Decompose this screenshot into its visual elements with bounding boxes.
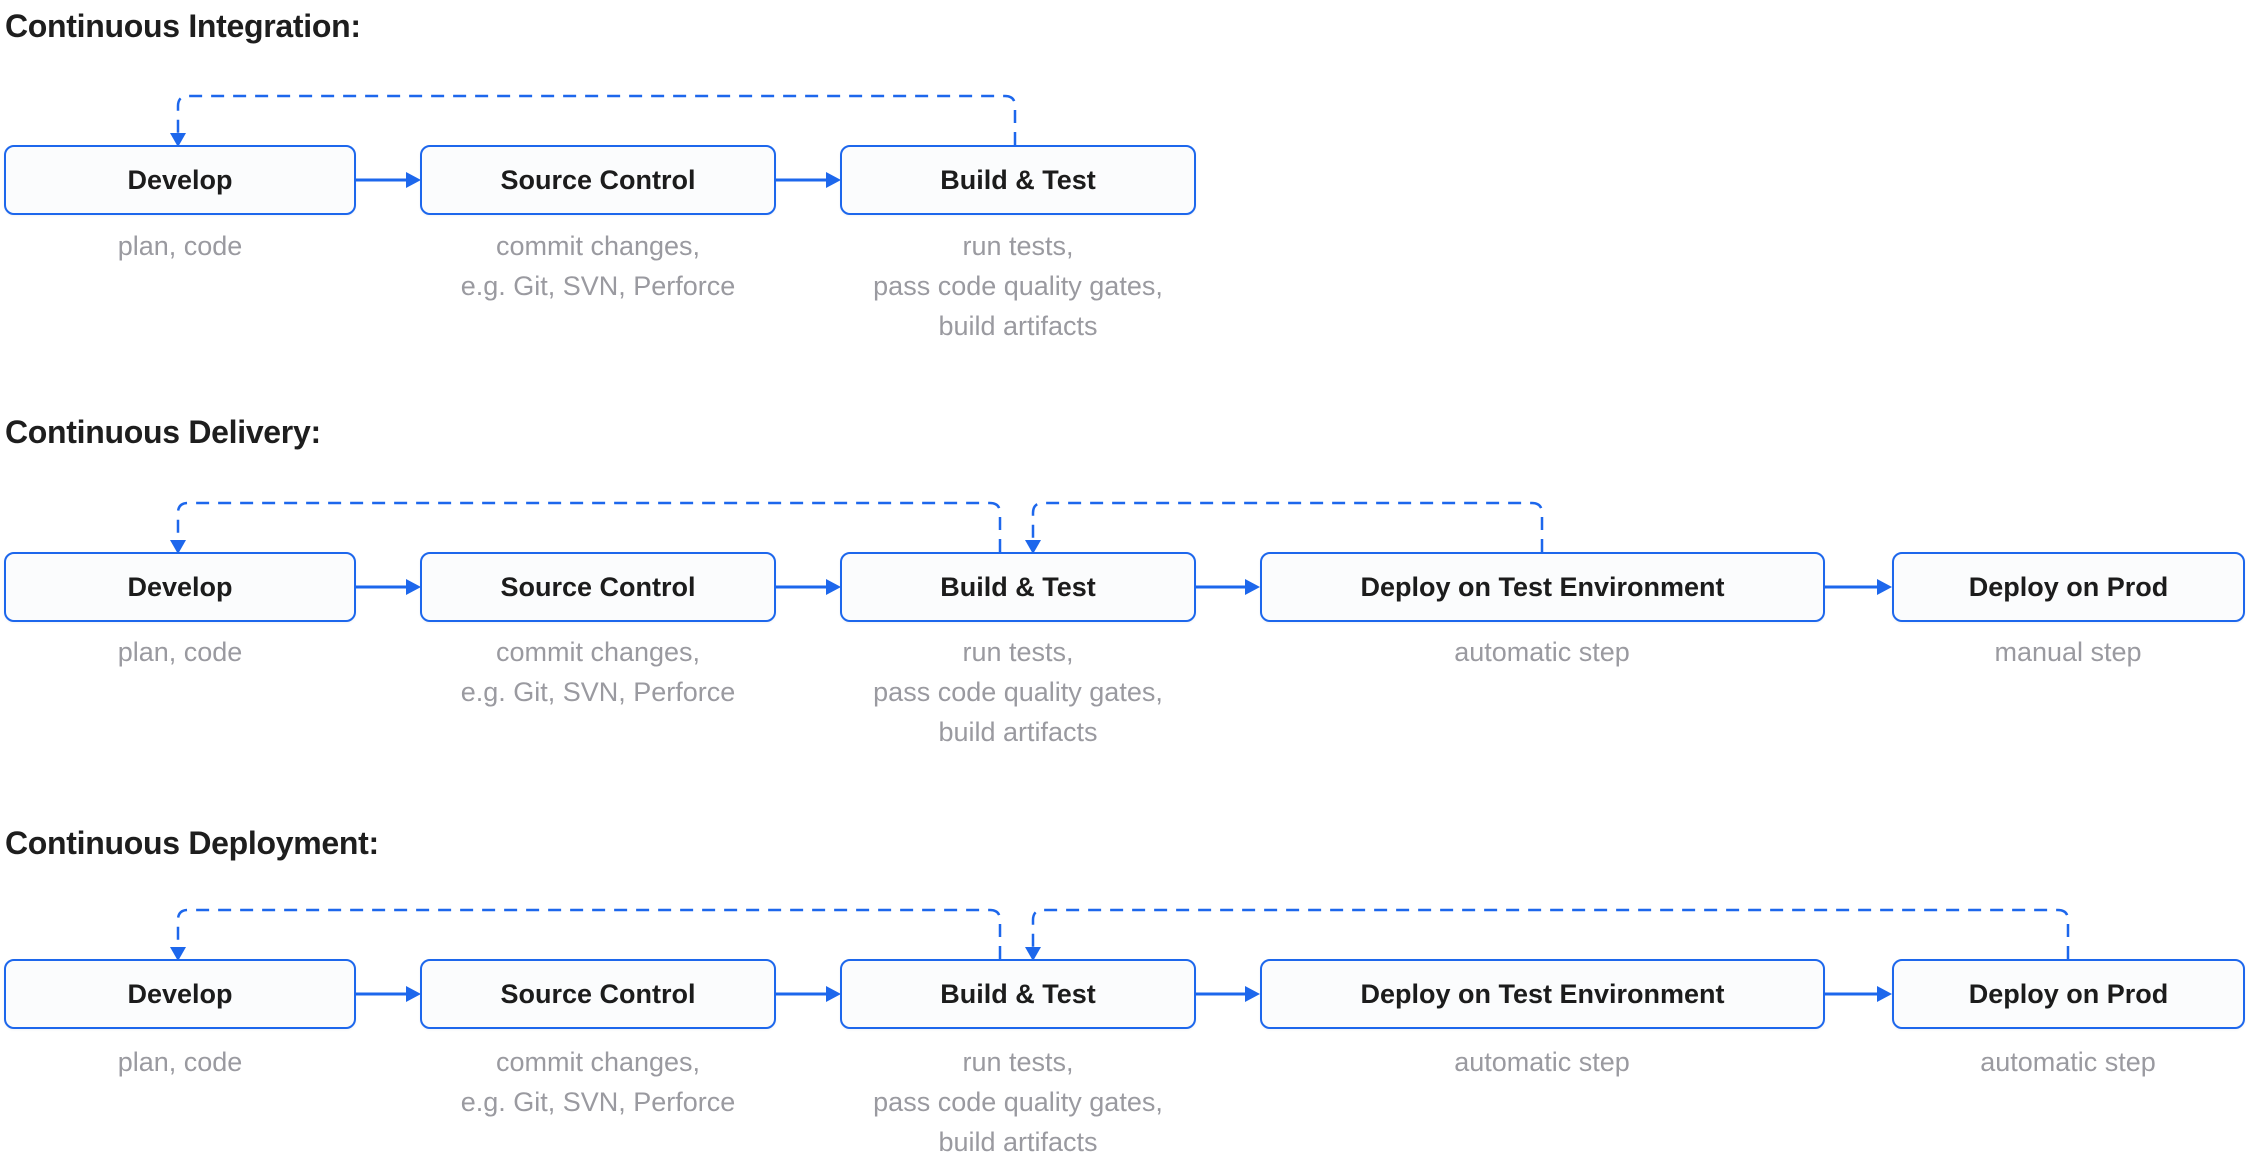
sub-line: plan, code [117, 637, 243, 667]
ci-feedback-loop-build-test-to-develop [170, 94, 1017, 147]
sub-line: automatic step [1454, 1047, 1630, 1077]
cdep-node-develop: Develop [4, 959, 356, 1029]
cd-sub-build-test: run tests, pass code quality gates, buil… [718, 632, 1318, 752]
cd-node-deploy-test-environment: Deploy on Test Environment [1260, 552, 1825, 622]
sub-line: run tests, [962, 1047, 1074, 1077]
cdep-node-deploy-prod: Deploy on Prod [1892, 959, 2245, 1029]
sub-line: pass code quality gates, [873, 677, 1163, 707]
sub-line: run tests, [962, 637, 1074, 667]
section-title-continuous-delivery: Continuous Delivery: [5, 414, 321, 450]
cd-node-source-control: Source Control [420, 552, 776, 622]
cdep-arrow-build-test-to-deploy-test [1196, 986, 1260, 1002]
sub-line: build artifacts [938, 717, 1098, 747]
sub-line: manual step [1994, 637, 2142, 667]
cdep-node-source-control: Source Control [420, 959, 776, 1029]
cdep-sub-deploy-test-environment: automatic step [1242, 1042, 1842, 1082]
sub-line: commit changes, [495, 637, 701, 667]
cd-node-deploy-prod: Deploy on Prod [1892, 552, 2245, 622]
cd-sub-deploy-test-environment: automatic step [1242, 632, 1842, 672]
cdep-sub-source-control: commit changes, e.g. Git, SVN, Perforce [298, 1042, 898, 1122]
cdep-node-deploy-test-environment: Deploy on Test Environment [1260, 959, 1825, 1029]
sub-line: pass code quality gates, [873, 271, 1163, 301]
ci-sub-develop: plan, code [0, 226, 480, 266]
ci-arrow-develop-to-source-control [356, 172, 421, 188]
cd-arrow-develop-to-source-control [356, 579, 421, 595]
cdep-arrow-source-control-to-build-test [776, 986, 841, 1002]
cd-arrow-deploy-test-to-deploy-prod [1825, 579, 1892, 595]
sub-line: run tests, [962, 231, 1074, 261]
cd-node-develop: Develop [4, 552, 356, 622]
cd-feedback-loop-build-test-to-develop [170, 501, 1002, 554]
sub-line: e.g. Git, SVN, Perforce [460, 1087, 736, 1117]
cdep-feedback-loop-build-test-to-develop [170, 908, 1002, 961]
sub-line: pass code quality gates, [873, 1087, 1163, 1117]
sub-line: build artifacts [938, 1127, 1098, 1157]
ci-sub-build-test: run tests, pass code quality gates, buil… [718, 226, 1318, 346]
sub-line: commit changes, [495, 231, 701, 261]
sub-line: plan, code [117, 1047, 243, 1077]
cdep-sub-develop: plan, code [0, 1042, 480, 1082]
cd-node-build-test: Build & Test [840, 552, 1196, 622]
cd-arrow-source-control-to-build-test [776, 579, 841, 595]
cdep-sub-build-test: run tests, pass code quality gates, buil… [718, 1042, 1318, 1162]
sub-line: plan, code [117, 231, 243, 261]
ci-sub-source-control: commit changes, e.g. Git, SVN, Perforce [298, 226, 898, 306]
sub-line: automatic step [1454, 637, 1630, 667]
cd-feedback-loop-deploy-test-to-build-test [1025, 501, 1544, 554]
cdep-sub-deploy-prod: automatic step [1768, 1042, 2246, 1082]
cdep-arrow-develop-to-source-control [356, 986, 421, 1002]
section-title-continuous-deployment: Continuous Deployment: [5, 825, 379, 861]
cd-sub-source-control: commit changes, e.g. Git, SVN, Perforce [298, 632, 898, 712]
ci-node-develop: Develop [4, 145, 356, 215]
ci-node-source-control: Source Control [420, 145, 776, 215]
section-title-continuous-integration: Continuous Integration: [5, 8, 361, 44]
ci-node-build-test: Build & Test [840, 145, 1196, 215]
ci-arrow-source-control-to-build-test [776, 172, 841, 188]
cdep-arrow-deploy-test-to-deploy-prod [1825, 986, 1892, 1002]
sub-line: commit changes, [495, 1047, 701, 1077]
sub-line: automatic step [1980, 1047, 2156, 1077]
cdep-node-build-test: Build & Test [840, 959, 1196, 1029]
cd-sub-deploy-prod: manual step [1768, 632, 2246, 672]
cd-sub-develop: plan, code [0, 632, 480, 672]
cdep-feedback-loop-deploy-prod-to-build-test [1025, 908, 2070, 961]
cd-arrow-build-test-to-deploy-test [1196, 579, 1260, 595]
sub-line: e.g. Git, SVN, Perforce [460, 677, 736, 707]
sub-line: e.g. Git, SVN, Perforce [460, 271, 736, 301]
sub-line: build artifacts [938, 311, 1098, 341]
